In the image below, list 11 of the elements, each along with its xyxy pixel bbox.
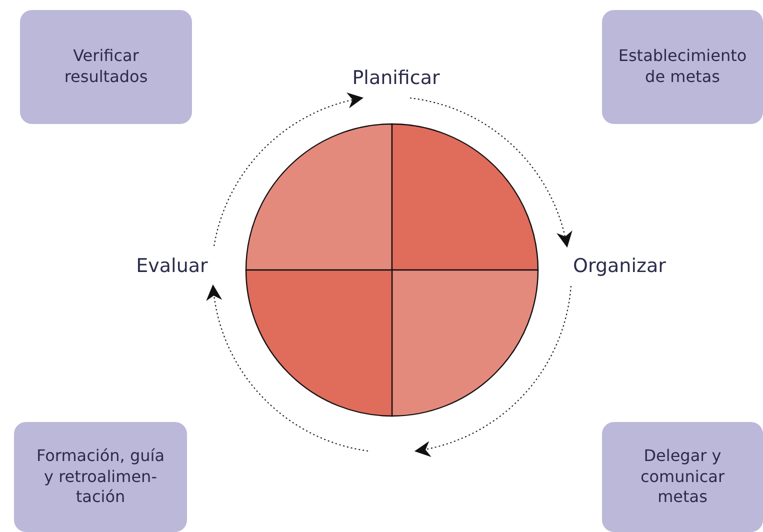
step-box: Establecimiento de metas xyxy=(602,10,763,124)
stage-label: Planificar xyxy=(340,58,452,98)
stage-label: Organizar xyxy=(562,246,677,286)
cycle-arrow xyxy=(207,284,368,452)
step-box: Delegar y comunicar metas xyxy=(602,422,763,532)
stage-label: Evaluar xyxy=(126,246,218,286)
cycle-arrow xyxy=(410,97,572,248)
step-box: Formación, guía y retroalimen-tación xyxy=(14,422,187,532)
cycle-arrow xyxy=(214,93,364,246)
step-box: Verificar resultados xyxy=(20,10,192,124)
cycle-arrow xyxy=(414,286,572,456)
